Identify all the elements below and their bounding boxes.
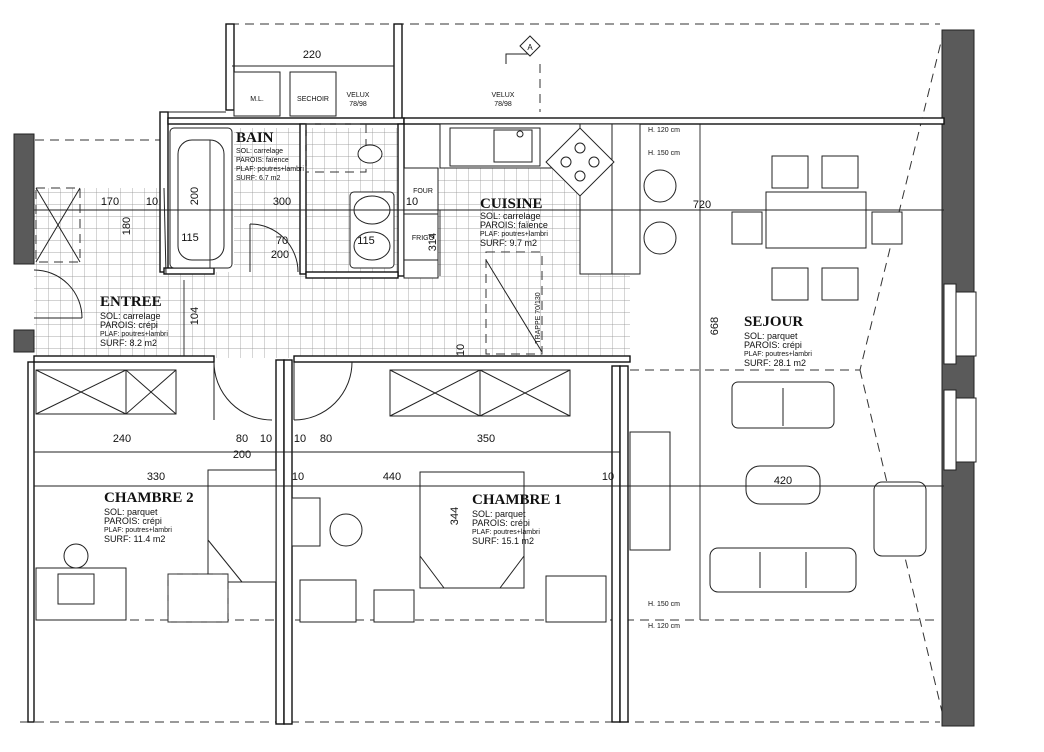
svg-text:PLAF: poutres+lambri: PLAF: poutres+lambri <box>236 166 304 173</box>
trapdoor <box>485 251 543 355</box>
frigo-label: FRIGO <box>412 235 435 242</box>
svg-text:PLAF: poutres+lambri: PLAF: poutres+lambri <box>104 527 172 534</box>
height-label: H. 150 cm <box>648 601 680 608</box>
trappe-label: TRAPPE 70/130 <box>535 292 542 343</box>
svg-text:10: 10 <box>294 433 306 445</box>
ml-label: M.L. <box>250 96 264 103</box>
svg-text:170: 170 <box>101 196 119 208</box>
svg-text:PAROIS: crépi: PAROIS: crépi <box>104 516 162 526</box>
svg-text:SOL: parquet: SOL: parquet <box>472 509 526 519</box>
svg-text:200: 200 <box>233 449 251 461</box>
svg-text:PAROIS: faïence: PAROIS: faïence <box>480 220 548 230</box>
svg-text:PAROIS: crépi: PAROIS: crépi <box>744 340 802 350</box>
svg-text:330: 330 <box>147 471 165 483</box>
svg-text:SOL: parquet: SOL: parquet <box>104 507 158 517</box>
svg-text:PAROIS: crépi: PAROIS: crépi <box>100 320 158 330</box>
four-label: FOUR <box>413 188 433 195</box>
svg-text:180: 180 <box>121 217 133 235</box>
svg-text:300: 300 <box>273 196 291 208</box>
interior-walls <box>27 23 945 725</box>
exterior-walls <box>13 29 977 727</box>
svg-text:PLAF: poutres+lambri: PLAF: poutres+lambri <box>472 529 540 536</box>
svg-text:10: 10 <box>455 344 467 356</box>
sechoir-label: SECHOIR <box>297 96 329 103</box>
room-label-chambre2: CHAMBRE 2 SOL: parquet PAROIS: crépi PLA… <box>104 490 194 544</box>
bath-fixtures <box>169 71 395 269</box>
svg-text:10: 10 <box>602 471 614 483</box>
fixture-labels: M.L. SECHOIR VELUX 78/98 VELUX 78/98 FOU… <box>250 92 680 630</box>
svg-text:70: 70 <box>276 235 288 247</box>
svg-text:668: 668 <box>709 317 721 335</box>
dimension-labels: 220 170 10 300 10 720 180 200 115 70 200… <box>101 49 792 525</box>
height-label: H. 150 cm <box>648 150 680 157</box>
svg-text:314: 314 <box>427 233 439 251</box>
svg-text:SURF: 8.2 m2: SURF: 8.2 m2 <box>100 338 157 348</box>
svg-text:200: 200 <box>189 187 201 205</box>
velux-label: VELUX <box>347 92 370 99</box>
svg-text:350: 350 <box>477 433 495 445</box>
svg-text:SURF: 11.4 m2: SURF: 11.4 m2 <box>104 534 165 544</box>
wardrobes <box>35 187 571 417</box>
dimension-lines <box>34 65 944 620</box>
svg-text:PAROIS: faïence: PAROIS: faïence <box>236 157 289 164</box>
height-label: H. 120 cm <box>648 127 680 134</box>
height-label: H. 120 cm <box>648 623 680 630</box>
svg-text:SOL: parquet: SOL: parquet <box>744 331 798 341</box>
svg-text:200: 200 <box>271 249 289 261</box>
velux-label: VELUX <box>492 92 515 99</box>
room-name: CUISINE <box>480 196 543 212</box>
svg-text:SURF: 28.1 m2: SURF: 28.1 m2 <box>744 358 806 368</box>
svg-text:115: 115 <box>357 235 375 247</box>
svg-text:440: 440 <box>383 471 401 483</box>
room-name: BAIN <box>236 130 274 146</box>
svg-text:A: A <box>527 43 533 52</box>
room-name: CHAMBRE 1 <box>472 492 562 508</box>
svg-text:420: 420 <box>774 475 792 487</box>
svg-text:115: 115 <box>181 232 199 244</box>
svg-text:80: 80 <box>236 433 248 445</box>
svg-text:10: 10 <box>146 196 158 208</box>
svg-text:PLAF: poutres+lambri: PLAF: poutres+lambri <box>100 331 168 338</box>
room-label-bain: BAIN SOL: carrelage PAROIS: faïence PLAF… <box>236 130 304 182</box>
svg-text:720: 720 <box>693 199 711 211</box>
room-label-cuisine: CUISINE SOL: carrelage PAROIS: faïence P… <box>480 196 548 248</box>
appliances <box>403 167 439 279</box>
svg-text:PLAF: poutres+lambri: PLAF: poutres+lambri <box>744 351 812 358</box>
room-name: CHAMBRE 2 <box>104 490 194 506</box>
room-label-sejour: SEJOUR SOL: parquet PAROIS: crépi PLAF: … <box>744 314 812 368</box>
svg-text:SURF: 15.1 m2: SURF: 15.1 m2 <box>472 536 534 546</box>
bedroom-furniture <box>35 469 607 623</box>
cooktop <box>545 127 615 197</box>
svg-text:240: 240 <box>113 433 131 445</box>
svg-text:SOL: carrelage: SOL: carrelage <box>480 211 541 221</box>
svg-text:PLAF: poutres+lambri: PLAF: poutres+lambri <box>480 231 548 238</box>
room-label-chambre1: CHAMBRE 1 SOL: parquet PAROIS: crépi PLA… <box>472 492 562 546</box>
svg-text:SOL: carrelage: SOL: carrelage <box>100 311 161 321</box>
doors <box>33 223 353 421</box>
svg-text:220: 220 <box>303 49 321 61</box>
velux-size: 78/98 <box>349 101 367 108</box>
svg-text:344: 344 <box>449 507 461 525</box>
section-marker: A <box>505 35 541 64</box>
svg-text:104: 104 <box>189 307 201 325</box>
room-name: SEJOUR <box>744 314 803 330</box>
velux-size: 78/98 <box>494 101 512 108</box>
svg-text:10: 10 <box>260 433 272 445</box>
svg-text:80: 80 <box>320 433 332 445</box>
room-label-entree: ENTREE SOL: carrelage PAROIS: crépi PLAF… <box>100 294 168 348</box>
living-furniture <box>629 155 927 593</box>
svg-text:10: 10 <box>406 196 418 208</box>
svg-text:PAROIS: crépi: PAROIS: crépi <box>472 518 530 528</box>
svg-text:SOL: carrelage: SOL: carrelage <box>236 148 283 155</box>
kitchen-counter <box>439 123 641 275</box>
svg-text:SURF: 9.7 m2: SURF: 9.7 m2 <box>480 238 537 248</box>
svg-text:SURF: 6.7 m2: SURF: 6.7 m2 <box>236 175 280 182</box>
svg-text:10: 10 <box>292 471 304 483</box>
room-name: ENTREE <box>100 294 162 310</box>
